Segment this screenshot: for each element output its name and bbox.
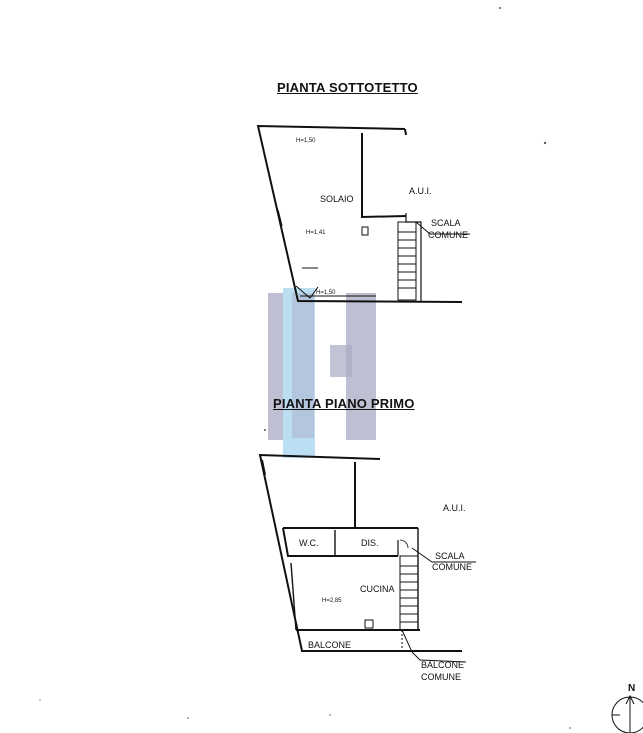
scan-specks (39, 7, 571, 729)
balcone-label: BALCONE (308, 640, 352, 650)
wc-room-label: W.C. (299, 538, 319, 548)
north-arrow (611, 694, 643, 733)
first-floor-stair-label-line2: COMUNE (432, 562, 472, 572)
attic-stair (397, 221, 470, 301)
attic-height-label: H=1,41 (306, 230, 326, 236)
attic-height-label: H=1,50 (316, 290, 336, 296)
first-floor-stair-label-line1: SCALA (435, 551, 465, 561)
first-floor-walls (258, 453, 462, 652)
first-floor-plan-title: PIANTA PIANO PRIMO (273, 396, 415, 411)
attic-stair-label-line1: SCALA (431, 218, 461, 228)
north-label: N (628, 683, 636, 694)
attic-aui-label: A.U.I. (409, 186, 432, 196)
cucina-room-label: CUCINA (360, 584, 395, 594)
attic-stair-label-line2: COMUNE (428, 230, 468, 240)
first-floor-stair (399, 547, 476, 663)
solaio-room-label: SOLAIO (320, 194, 354, 204)
first-floor-height-label: H=2,85 (322, 598, 342, 604)
shared-balcony-label-line1: BALCONE (421, 660, 465, 670)
first-floor-aui-label: A.U.I. (443, 503, 466, 513)
shared-balcony-label-line2: COMUNE (421, 672, 461, 682)
attic-plan-walls (256, 124, 463, 303)
attic-plan-title: PIANTA SOTTOTETTO (277, 80, 418, 95)
dis-room-label: DIS. (361, 538, 379, 548)
attic-height-label: H=1,50 (296, 138, 316, 144)
